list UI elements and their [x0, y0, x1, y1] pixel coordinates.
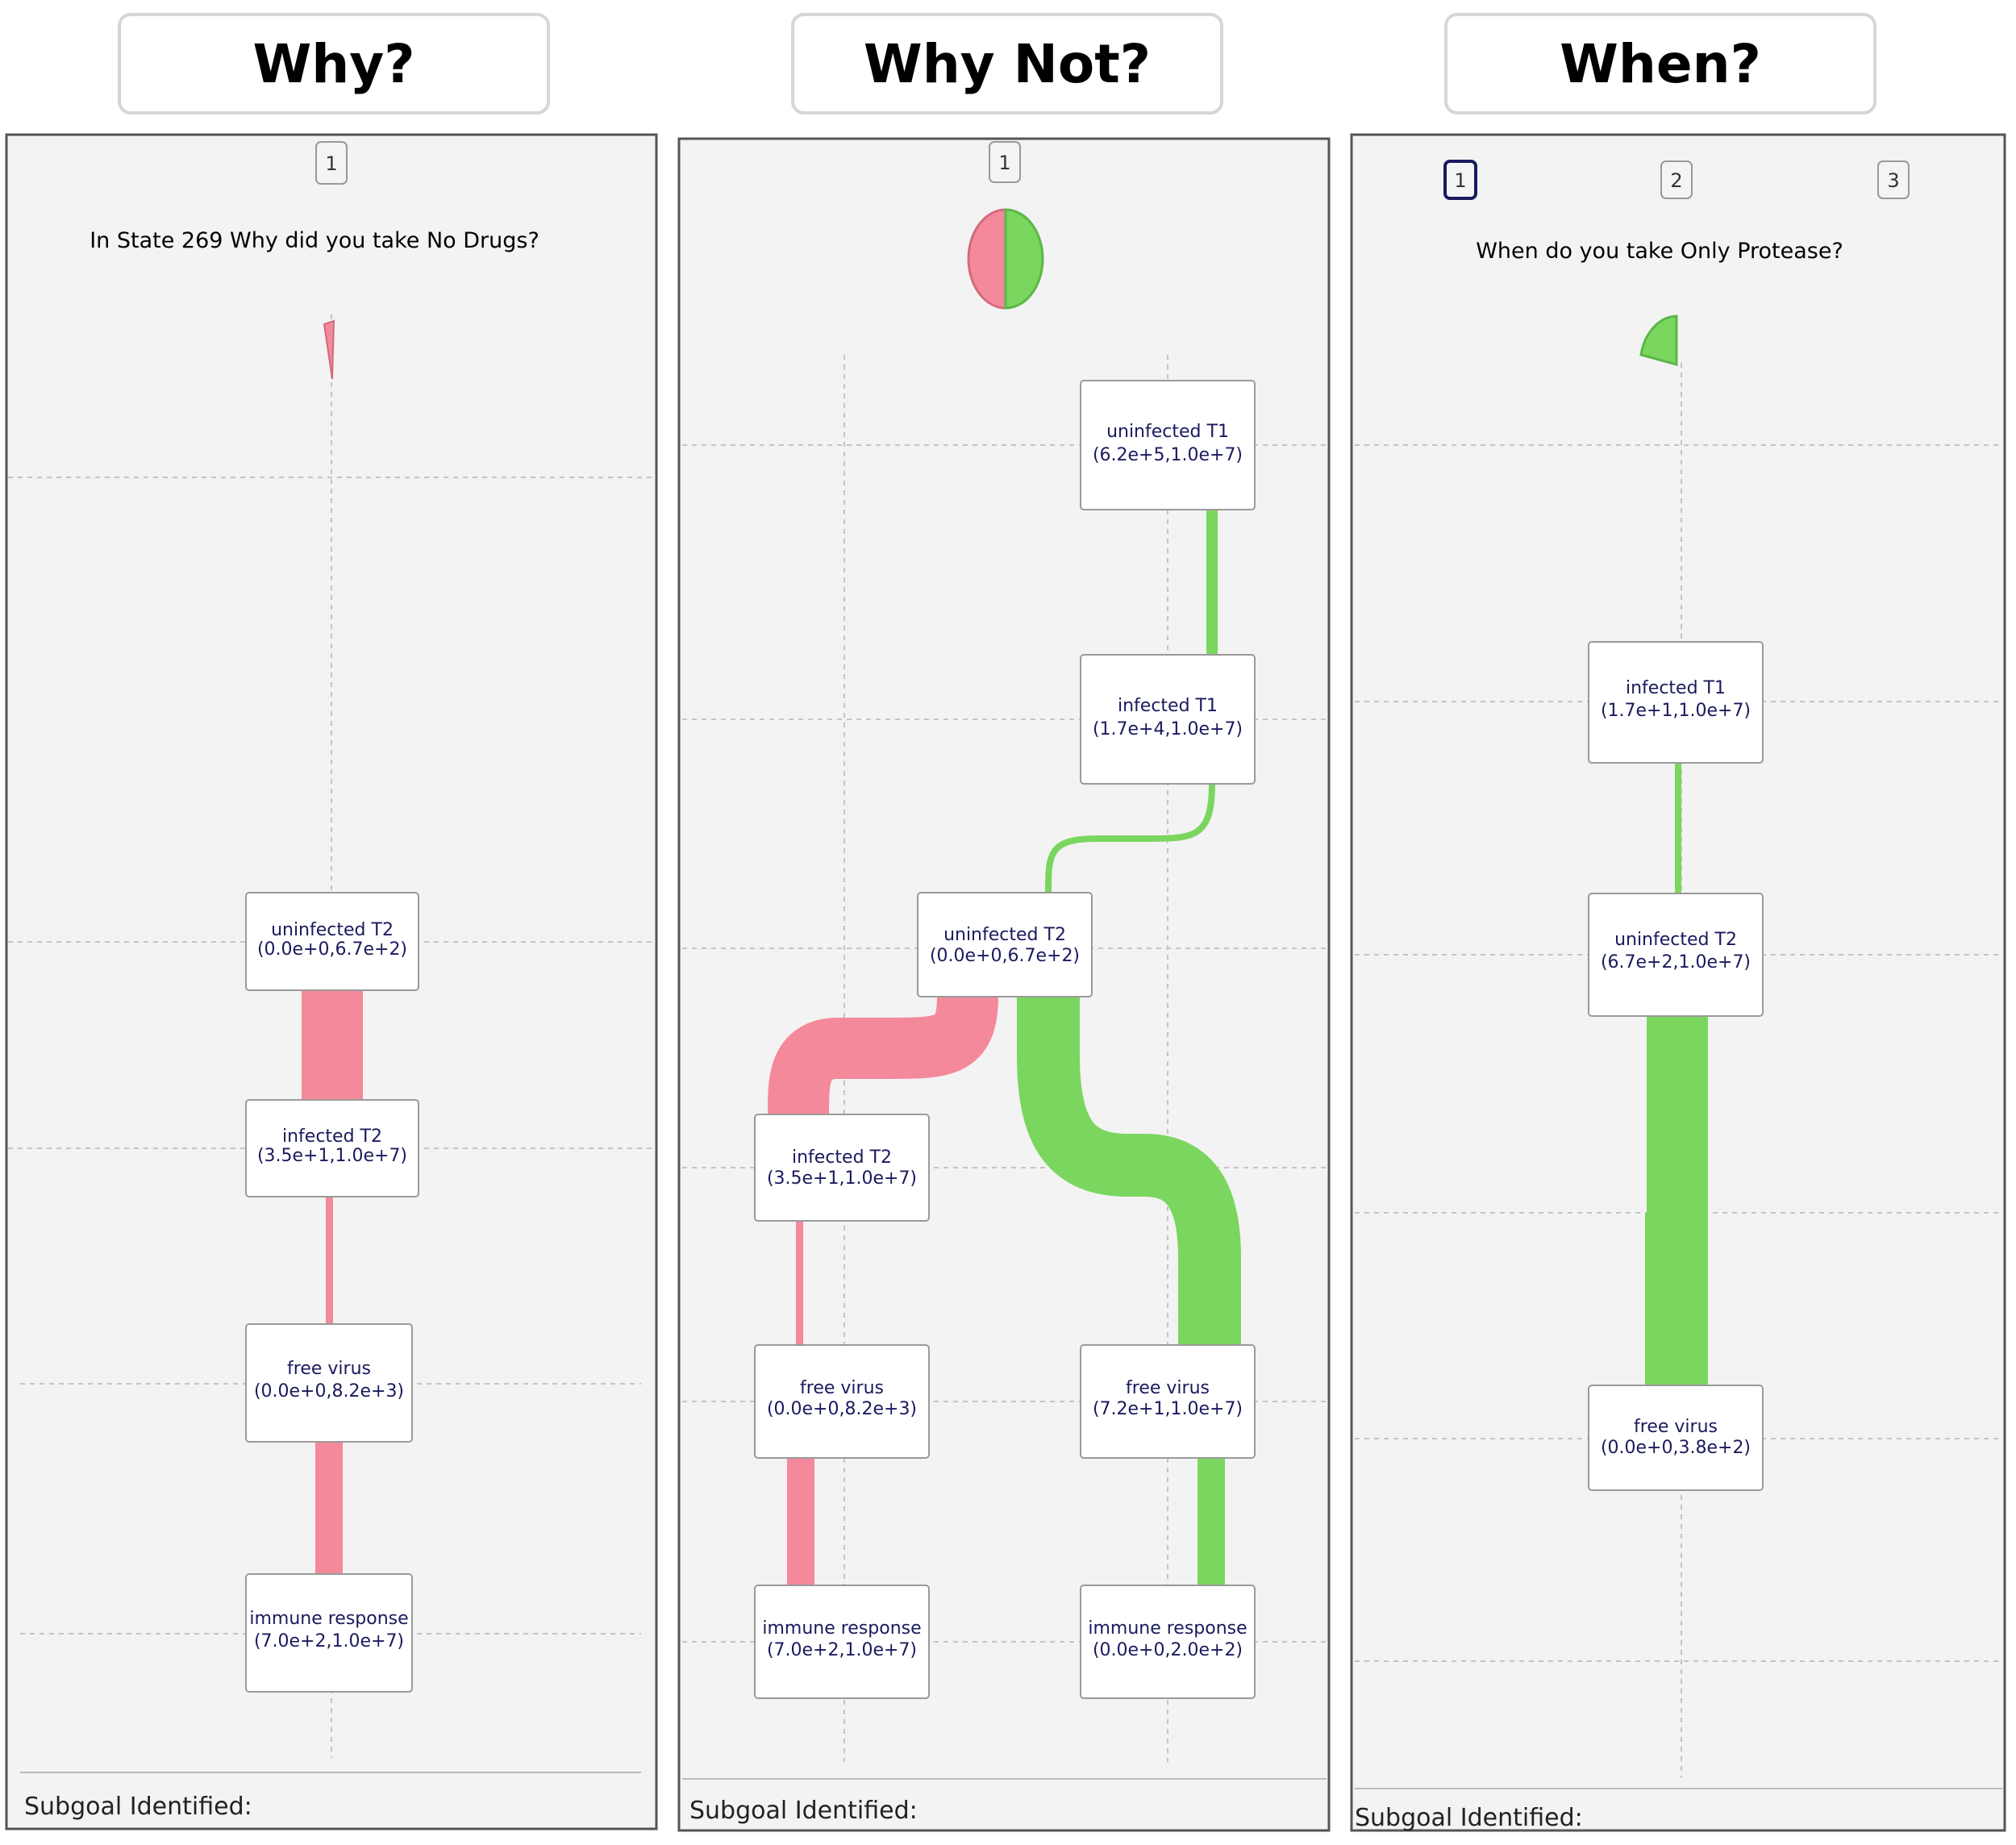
- when-page-3-button[interactable]: 3: [1877, 160, 1910, 199]
- svg-text:free virus: free virus: [1634, 1417, 1718, 1437]
- svg-text:(7.2e+1,1.0e+7): (7.2e+1,1.0e+7): [1093, 1399, 1243, 1419]
- when-node-free-virus[interactable]: free virus (0.0e+0,3.8e+2): [1588, 1385, 1764, 1491]
- svg-text:(6.2e+5,1.0e+7): (6.2e+5,1.0e+7): [1093, 445, 1243, 465]
- why-page-1-button[interactable]: 1: [315, 141, 348, 185]
- svg-text:infected T1: infected T1: [1626, 678, 1726, 698]
- why-not-edge-ut1-it1: [1206, 510, 1218, 655]
- svg-text:1: 1: [1454, 169, 1466, 192]
- svg-text:infected T1: infected T1: [1118, 696, 1218, 716]
- why-node-infected-t2[interactable]: infected T2 (3.5e+1,1.0e+7): [245, 1099, 419, 1197]
- svg-text:(1.7e+1,1.0e+7): (1.7e+1,1.0e+7): [1601, 701, 1751, 721]
- why-not-node-uninfected-t1[interactable]: uninfected T1 (6.2e+5,1.0e+7): [1080, 380, 1256, 510]
- why-not-node-immune-response-right[interactable]: immune response (0.0e+0,2.0e+2): [1080, 1585, 1256, 1699]
- svg-text:(0.0e+0,6.7e+2): (0.0e+0,6.7e+2): [930, 946, 1080, 966]
- svg-text:(7.0e+2,1.0e+7): (7.0e+2,1.0e+7): [767, 1640, 917, 1660]
- when-node-uninfected-t2[interactable]: uninfected T2 (6.7e+2,1.0e+7): [1588, 893, 1764, 1017]
- why-question: In State 269 Why did you take No Drugs?: [90, 228, 539, 253]
- svg-text:free virus: free virus: [800, 1378, 884, 1398]
- svg-text:(0.0e+0,2.0e+2): (0.0e+0,2.0e+2): [1093, 1640, 1243, 1660]
- why-subgoal-label: Subgoal Identified:: [24, 1793, 252, 1821]
- why-not-node-immune-response-left[interactable]: immune response (7.0e+2,1.0e+7): [754, 1585, 930, 1699]
- why-not-edge-it1-ut2: [1045, 783, 1215, 893]
- when-page-1-button[interactable]: 1: [1443, 160, 1477, 200]
- svg-text:uninfected T1: uninfected T1: [1106, 422, 1229, 442]
- svg-text:free virus: free virus: [287, 1359, 371, 1379]
- why-not-indicator-pie: [967, 208, 1044, 310]
- when-header[interactable]: When?: [1444, 13, 1876, 115]
- svg-text:1: 1: [998, 152, 1010, 174]
- when-page-2-button[interactable]: 2: [1660, 160, 1693, 199]
- svg-text:(7.0e+2,1.0e+7): (7.0e+2,1.0e+7): [254, 1631, 404, 1651]
- when-edge-ut2-fv-lower: [1645, 1213, 1708, 1385]
- svg-text:(0.0e+0,8.2e+3): (0.0e+0,8.2e+3): [254, 1381, 404, 1401]
- svg-text:(6.7e+2,1.0e+7): (6.7e+2,1.0e+7): [1601, 952, 1751, 972]
- why-node-immune-response[interactable]: immune response (7.0e+2,1.0e+7): [245, 1573, 413, 1693]
- svg-text:3: 3: [1887, 169, 1899, 192]
- svg-text:free virus: free virus: [1126, 1378, 1210, 1398]
- why-not-subgoal-label: Subgoal Identified:: [689, 1797, 918, 1825]
- why-not-node-uninfected-t2[interactable]: uninfected T2 (0.0e+0,6.7e+2): [917, 892, 1093, 997]
- why-not-edge-it2-fv-left: [796, 1221, 803, 1345]
- why-not-node-infected-t2[interactable]: infected T2 (3.5e+1,1.0e+7): [754, 1114, 930, 1222]
- when-question: When do you take Only Protease?: [1476, 239, 1843, 264]
- why-not-node-free-virus-left[interactable]: free virus (0.0e+0,8.2e+3): [754, 1344, 930, 1459]
- svg-text:immune response: immune response: [1088, 1618, 1247, 1639]
- svg-text:infected T2: infected T2: [282, 1127, 382, 1147]
- why-not-panel: 1 uninfected T1 (6.2e+5,1.0e+7) infected…: [677, 137, 1331, 1832]
- svg-text:(3.5e+1,1.0e+7): (3.5e+1,1.0e+7): [257, 1146, 407, 1166]
- why-node-uninfected-t2[interactable]: uninfected T2 (0.0e+0,6.7e+2): [245, 892, 419, 991]
- why-indicator-wedge: [323, 319, 335, 380]
- svg-text:uninfected T2: uninfected T2: [943, 925, 1066, 945]
- svg-text:(0.0e+0,6.7e+2): (0.0e+0,6.7e+2): [257, 939, 407, 960]
- why-not-node-infected-t1[interactable]: infected T1 (1.7e+4,1.0e+7): [1080, 654, 1256, 785]
- why-not-edge-fv-ir-left: [787, 1458, 814, 1585]
- svg-text:1: 1: [325, 152, 337, 175]
- svg-text:uninfected T2: uninfected T2: [271, 920, 394, 940]
- why-node-free-virus[interactable]: free virus (0.0e+0,8.2e+3): [245, 1323, 413, 1443]
- why-not-node-free-virus-right[interactable]: free virus (7.2e+1,1.0e+7): [1080, 1344, 1256, 1459]
- why-not-edge-ut2-it2: [768, 995, 998, 1115]
- svg-text:immune response: immune response: [762, 1618, 921, 1639]
- svg-text:uninfected T2: uninfected T2: [1614, 930, 1737, 950]
- when-subgoal-label: Subgoal Identified:: [1355, 1804, 1583, 1832]
- svg-text:2: 2: [1670, 169, 1682, 192]
- svg-text:(0.0e+0,8.2e+3): (0.0e+0,8.2e+3): [767, 1399, 917, 1419]
- why-edge-it2-fv: [326, 1197, 333, 1324]
- why-edge-ut2-it2: [302, 990, 363, 1100]
- svg-text:infected T2: infected T2: [792, 1147, 892, 1168]
- when-node-infected-t1[interactable]: infected T1 (1.7e+1,1.0e+7): [1588, 641, 1764, 764]
- why-header[interactable]: Why?: [118, 13, 550, 115]
- why-not-header[interactable]: Why Not?: [791, 13, 1223, 115]
- why-not-page-1-button[interactable]: 1: [989, 141, 1021, 183]
- svg-text:(1.7e+4,1.0e+7): (1.7e+4,1.0e+7): [1093, 719, 1243, 739]
- why-not-edge-ut2-fv-right: [1017, 997, 1241, 1345]
- when-panel: 1 2 3 When do you take Only Protease? in…: [1350, 133, 2006, 1832]
- why-edge-fv-ir: [315, 1442, 343, 1574]
- why-panel: 1 In State 269 Why did you take No Drugs…: [5, 133, 658, 1830]
- when-indicator-wedge: [1639, 314, 1678, 366]
- svg-text:immune response: immune response: [249, 1609, 408, 1629]
- when-edge-ut2-fv-upper: [1647, 1016, 1708, 1214]
- when-edge-it1-ut2: [1675, 763, 1681, 893]
- svg-text:(0.0e+0,3.8e+2): (0.0e+0,3.8e+2): [1601, 1438, 1751, 1458]
- why-not-edge-fv-ir-right: [1198, 1458, 1225, 1585]
- svg-text:(3.5e+1,1.0e+7): (3.5e+1,1.0e+7): [767, 1168, 917, 1189]
